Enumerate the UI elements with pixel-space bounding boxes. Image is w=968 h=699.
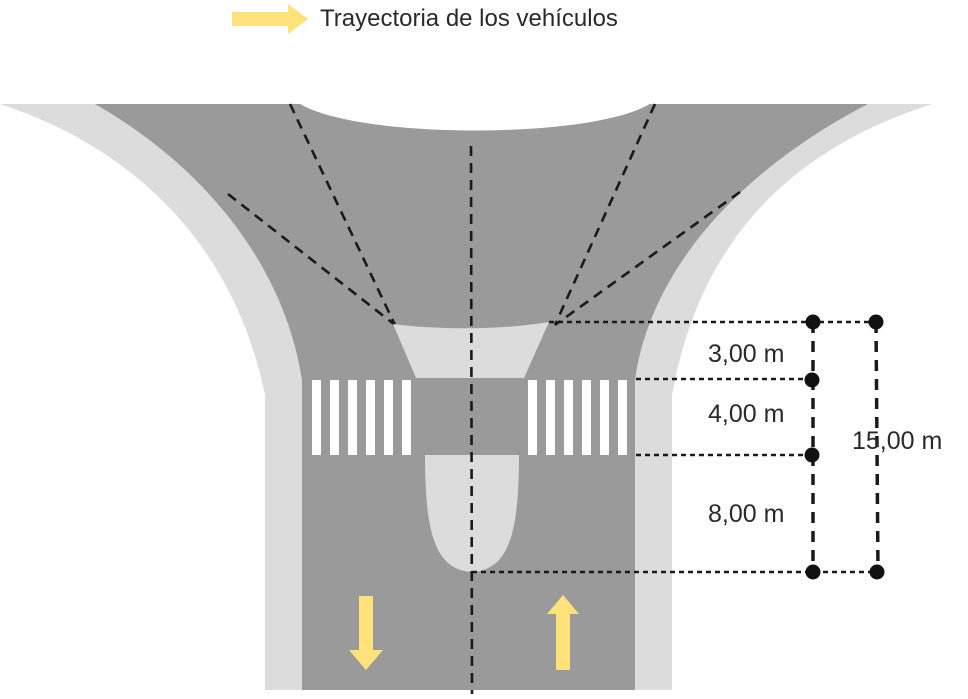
- legend-label: Trayectoria de los vehículos: [320, 5, 618, 32]
- splitter-island-upper: [393, 322, 549, 378]
- dimension-markers: [804, 314, 885, 580]
- top-island-curve: [290, 90, 660, 131]
- dimension-label-3m: 3,00 m: [708, 340, 784, 368]
- dimension-lines: [811, 321, 880, 573]
- dimension-label-4m: 4,00 m: [708, 400, 784, 428]
- arrow-right-icon: [232, 4, 308, 34]
- splitter-island-lower: [425, 455, 519, 572]
- dimension-label-8m: 8,00 m: [708, 500, 784, 528]
- dimension-label-15m: 15,00 m: [852, 427, 942, 455]
- arrow-down-icon: [349, 596, 383, 670]
- turn-trajectories: [227, 103, 741, 327]
- legend: Trayectoria de los vehículos: [232, 2, 618, 36]
- arrow-up-icon: [547, 595, 579, 670]
- crosswalk-right: [528, 380, 627, 455]
- center-line: [469, 145, 474, 695]
- crosswalk-left: [312, 380, 411, 455]
- roadway: [95, 104, 868, 690]
